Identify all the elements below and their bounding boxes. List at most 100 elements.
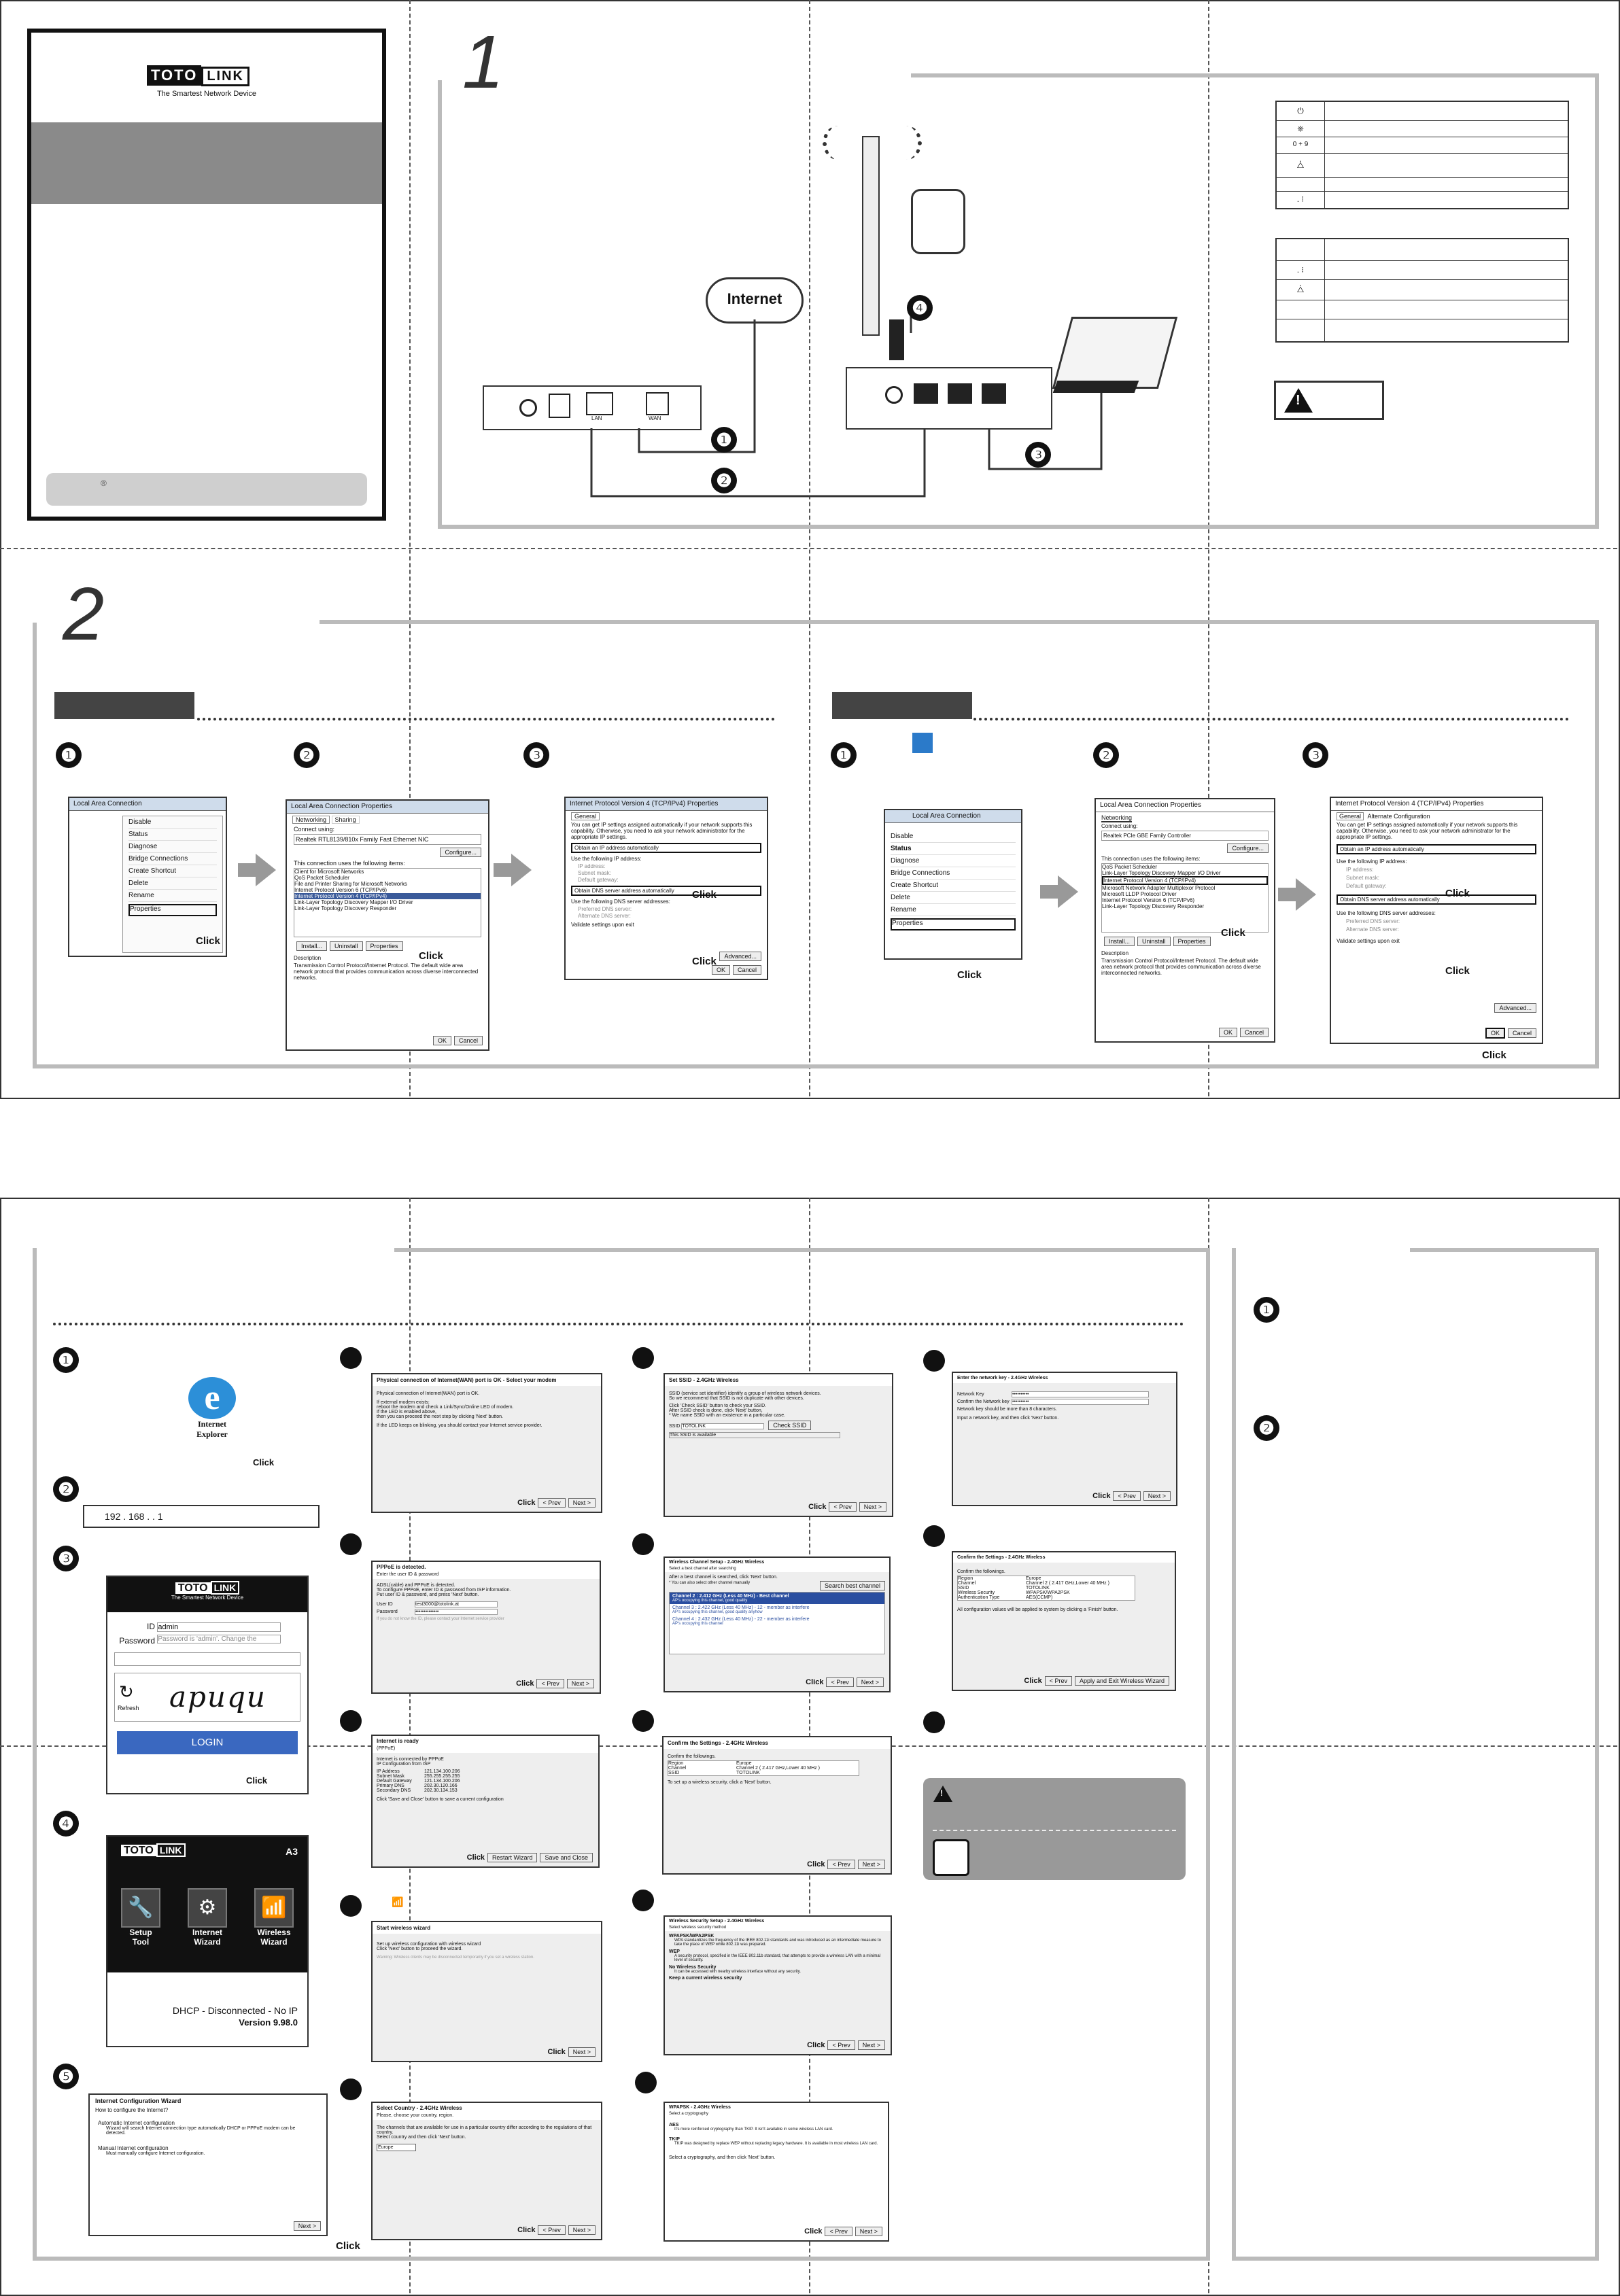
menu-item-shortcut[interactable]: Create Shortcut [891,882,1016,892]
next-button[interactable]: Next > [855,2227,882,2236]
menu-item-status[interactable]: Status [891,845,1016,855]
cancel-button[interactable]: Cancel [1239,1028,1269,1037]
auto-ip-radio[interactable]: Obtain an IP address automatically [571,843,761,853]
validate-checkbox[interactable]: Validate settings upon exit [571,922,634,928]
auto-dns-radio[interactable]: Obtain DNS server address automatically [1337,894,1536,905]
advanced-button[interactable]: Advanced... [719,952,761,961]
item-selected[interactable]: Internet Protocol Version 4 (TCP/IPv4) [294,893,481,899]
install-button[interactable]: Install... [296,941,328,951]
next-button[interactable]: Next > [568,2225,596,2235]
network-key-field[interactable]: •••••••••• [1012,1391,1149,1397]
check-ssid-button[interactable]: Check SSID [768,1421,812,1430]
channel-row[interactable]: Channel 4 : 2.432 GHz (Less 40 MHz) - 22… [672,1617,810,1626]
next-button[interactable]: Next > [857,2040,885,2050]
no-security-radio[interactable]: No Wireless Security [669,1965,717,1970]
auto-dns-radio[interactable]: Obtain DNS server address automatically [571,886,761,896]
properties-button[interactable]: Properties [1173,937,1211,946]
ok-button[interactable]: OK [1485,1028,1505,1039]
menu-item-bridge[interactable]: Bridge Connections [891,869,1016,880]
channel-row[interactable]: Channel 3 : 2.422 GHz (Less 40 MHz) - 12… [672,1605,810,1614]
next-button[interactable]: Next > [859,1502,886,1512]
save-close-button[interactable]: Save and Close [540,1853,593,1862]
next-button[interactable]: Next > [856,1677,884,1687]
next-button[interactable]: Next > [566,1679,594,1688]
tab-alternate[interactable]: Alternate Configuration [1367,813,1430,820]
login-button[interactable]: LOGIN [117,1731,298,1754]
prev-button[interactable]: < Prev [827,1860,855,1869]
menu-item-disable[interactable]: Disable [891,833,1016,843]
restart-wizard-button[interactable]: Restart Wizard [487,1853,538,1862]
menu-item-rename[interactable]: Rename [891,906,1016,916]
uninstall-button[interactable]: Uninstall [1137,937,1171,946]
menu-item-properties[interactable]: Properties [891,918,1016,930]
tab-networking[interactable]: Networking [292,816,330,824]
next-button[interactable]: Next > [568,2047,596,2057]
item[interactable]: File and Printer Sharing for Microsoft N… [294,881,407,887]
configure-button[interactable]: Configure... [440,848,481,857]
next-button[interactable]: Next > [568,1498,596,1508]
prev-button[interactable]: < Prev [1113,1491,1141,1501]
tab-general[interactable]: General [1337,812,1364,820]
prev-button[interactable]: < Prev [536,1679,564,1688]
aes-radio[interactable]: AES [669,2123,679,2127]
refresh-icon[interactable]: ↻ [119,1682,134,1702]
menu-item-bridge[interactable]: Bridge Connections [128,855,217,865]
auto-config-radio[interactable]: Automatic Internet configuration [98,2120,175,2126]
menu-item-shortcut[interactable]: Create Shortcut [128,867,217,877]
item[interactable]: QoS Packet Scheduler [294,875,349,881]
search-channel-button[interactable]: Search best channel [819,1581,885,1590]
wpa-radio[interactable]: WPAPSK/WPA2PSK [669,1934,714,1938]
next-button[interactable]: Next > [1143,1491,1171,1501]
country-select[interactable]: Europe [377,2144,416,2151]
advanced-button[interactable]: Advanced... [1494,1003,1536,1013]
prev-button[interactable]: < Prev [827,2040,855,2050]
menu-item-delete[interactable]: Delete [128,880,217,890]
manual-ip-radio[interactable]: Use the following IP address: [1337,858,1407,865]
wep-radio[interactable]: WEP [669,1949,680,1954]
prev-button[interactable]: < Prev [1044,1676,1072,1686]
menu-item-delete[interactable]: Delete [891,894,1016,904]
id-field[interactable]: admin [157,1622,281,1632]
item-selected[interactable]: Internet Protocol Version 4 (TCP/IPv4) [1102,876,1268,885]
item[interactable]: Link-Layer Topology Discovery Mapper I/O… [294,899,413,905]
tab-general[interactable]: General [571,812,600,820]
ok-button[interactable]: OK [432,1036,451,1045]
manual-config-radio[interactable]: Manual Internet configuration [98,2145,169,2151]
password-field[interactable]: •••••••••••••• [415,1609,498,1615]
channel-row-selected[interactable]: Channel 2 : 2.412 GHz (Less 40 MHz) - Be… [670,1593,884,1604]
next-button[interactable]: Next > [293,2221,321,2231]
next-button[interactable]: Next > [857,1860,885,1869]
ok-button[interactable]: OK [1218,1028,1237,1037]
menu-item-disable[interactable]: Disable [128,818,217,829]
ssid-field[interactable]: TOTOLINK [681,1423,765,1429]
prev-button[interactable]: < Prev [826,1677,854,1687]
cancel-button[interactable]: Cancel [453,1036,483,1045]
password-field[interactable]: Password is 'admin'. Change the [157,1635,281,1643]
item[interactable]: Internet Protocol Version 6 (TCP/IPv6) [294,887,387,893]
menu-item-diagnose[interactable]: Diagnose [891,857,1016,867]
address-bar[interactable]: 192 . 168 . . 1 [83,1505,320,1528]
menu-item-diagnose[interactable]: Diagnose [128,843,217,853]
prev-button[interactable]: < Prev [538,1498,566,1508]
keep-security-radio[interactable]: Keep a current wireless security [669,1976,742,1981]
uninstall-button[interactable]: Uninstall [330,941,363,951]
confirm-key-field[interactable]: •••••••••• [1012,1399,1149,1405]
manual-dns-radio[interactable]: Use the following DNS server addresses: [1337,910,1436,916]
tab-networking[interactable]: Networking [1101,814,1133,822]
tab-sharing[interactable]: Sharing [331,816,360,824]
tkip-radio[interactable]: TKIP [669,2137,680,2142]
menu-item-status[interactable]: Status [128,831,217,841]
manual-dns-radio[interactable]: Use the following DNS server addresses: [571,899,670,905]
internet-explorer-icon[interactable]: e Internet Explorer [185,1377,239,1452]
manual-ip-radio[interactable]: Use the following IP address: [571,856,642,862]
user-id-field[interactable]: test3000@totolink.at [415,1601,498,1607]
auto-ip-radio[interactable]: Obtain an IP address automatically [1337,844,1536,854]
ok-button[interactable]: OK [711,965,730,975]
prev-button[interactable]: < Prev [825,2227,852,2236]
cancel-button[interactable]: Cancel [732,965,761,975]
item[interactable]: Client for Microsoft Networks [294,869,364,875]
configure-button[interactable]: Configure... [1227,843,1269,853]
